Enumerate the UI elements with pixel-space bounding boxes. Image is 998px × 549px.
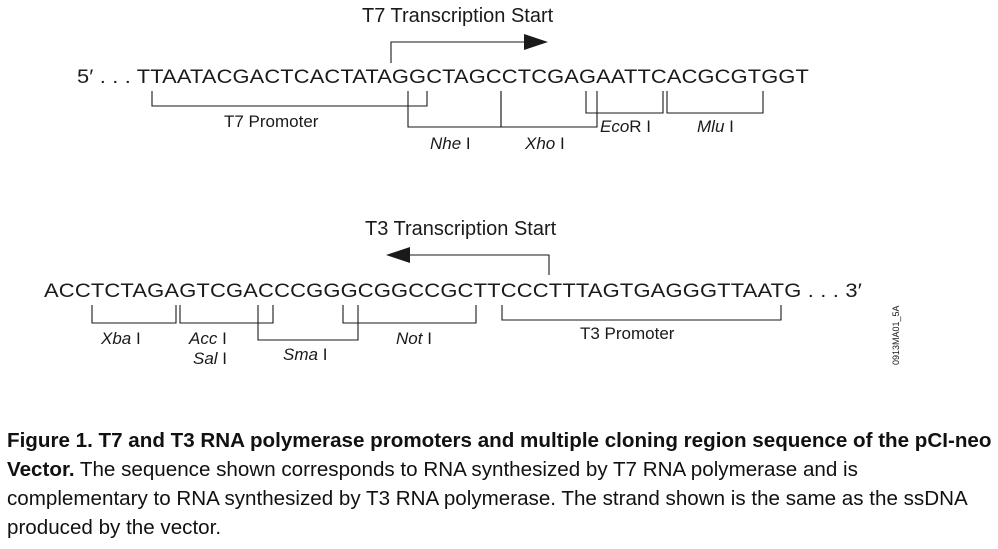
t7-promoter-label: T7 Promoter [224,112,319,131]
t7-transcription-start-label: T7 Transcription Start [362,5,554,27]
cloning-region-diagram: T7 Transcription Start 5′ . . . TTAATACG… [44,5,901,368]
acc-sal-site-bracket [179,305,274,324]
nhe-site-bracket [407,91,502,128]
sma-site-label: Sma I [283,345,327,364]
figure-code: 0913MA01_5A [891,305,901,365]
t3-start-arrow [386,247,550,275]
t3-sequence-suffix: . . . 3′ [801,280,862,302]
not-site-bracket [342,305,477,324]
figure-caption: Figure 1. T7 and T3 RNA polymerase promo… [7,426,997,542]
t7-sequence: 5′ . . . TTAATACGACTCACTATAGGCTAGCCTCGAG… [77,66,809,88]
xba-site-label: Xba I [100,329,141,348]
xho-site-bracket [500,91,598,128]
t3-promoter-label: T3 Promoter [580,324,675,343]
t3-promoter-bracket [501,305,782,321]
t7-start-arrow [390,34,548,63]
t7-sequence-prefix: 5′ . . . [77,66,137,88]
t7-promoter-bracket [151,91,428,107]
not-site-label: Not I [396,329,432,348]
sal-site-label: Sal I [193,349,227,368]
t7-sequence-bases: TTAATACGACTCACTATAGGCTAGCCTCGAGAATTCACGC… [137,66,809,88]
caption-body: The sequence shown corresponds to RNA sy… [7,458,967,539]
xho-site-label: Xho I [524,134,565,153]
t3-sequence: ACCTCTAGAGTCGACCCGGGCGGCCGCTTCCCTTTAGTGA… [44,280,862,302]
mlu-site-bracket [666,91,764,114]
t3-sequence-bases: ACCTCTAGAGTCGACCCGGGCGGCCGCTTCCCTTTAGTGA… [44,280,801,302]
mlu-site-label: Mlu I [697,117,734,136]
ecor-site-label: EcoR I [600,117,651,136]
t3-transcription-start-label: T3 Transcription Start [365,218,557,240]
caption-title: Figure 1. T7 and T3 RNA polymerase promo… [7,429,992,481]
nhe-site-label: Nhe I [430,134,471,153]
acc-site-label: Acc I [188,329,227,348]
ecor-site-bracket [585,91,664,114]
xba-site-bracket [91,305,177,324]
